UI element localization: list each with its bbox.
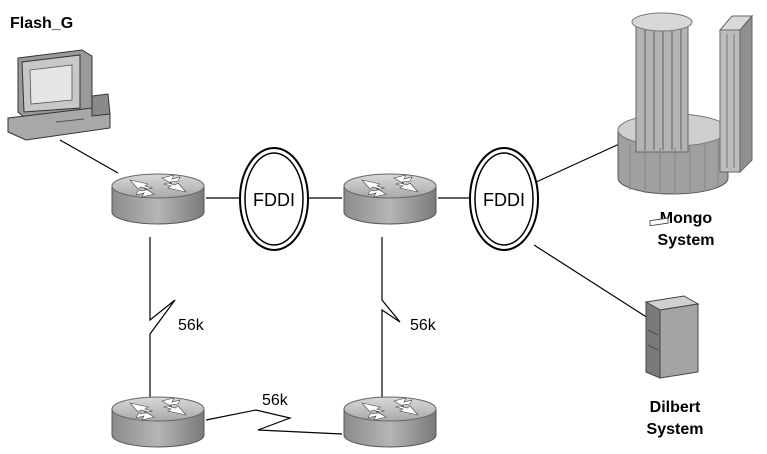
router-icon-bottom-right — [343, 396, 437, 448]
fddi-label-left: FDDI — [253, 190, 295, 210]
server-label-line1: Dilbert — [650, 399, 701, 416]
router-icon-top-right — [343, 173, 437, 225]
link-workstation-router — [59, 139, 119, 174]
link-speed-label-right: 56k — [410, 317, 437, 334]
server-tower-icon — [644, 217, 700, 379]
fddi-label-right: FDDI — [483, 190, 525, 210]
link-fddi-mainframe — [533, 139, 629, 184]
link-speed-label-bottom: 56k — [262, 392, 289, 409]
router-icon-bottom-left — [111, 396, 205, 448]
serial-link-right — [381, 237, 401, 397]
mainframe-icon — [617, 12, 754, 195]
serial-link-bottom — [205, 409, 343, 435]
serial-link-left — [149, 237, 176, 397]
fddi-ring-icon-left — [239, 147, 309, 251]
link-fddi-server — [533, 244, 649, 319]
mainframe-label-line2: System — [658, 232, 715, 249]
links — [59, 139, 649, 435]
link-speed-label-left: 56k — [178, 317, 205, 334]
router-icon-top-left — [111, 173, 205, 225]
workstation-label: Flash_G — [10, 15, 73, 32]
server-label-line2: System — [647, 421, 704, 438]
workstation-icon — [7, 49, 111, 141]
fddi-ring-icon-right — [469, 147, 539, 251]
mainframe-label-line1: Mongo — [660, 210, 713, 227]
